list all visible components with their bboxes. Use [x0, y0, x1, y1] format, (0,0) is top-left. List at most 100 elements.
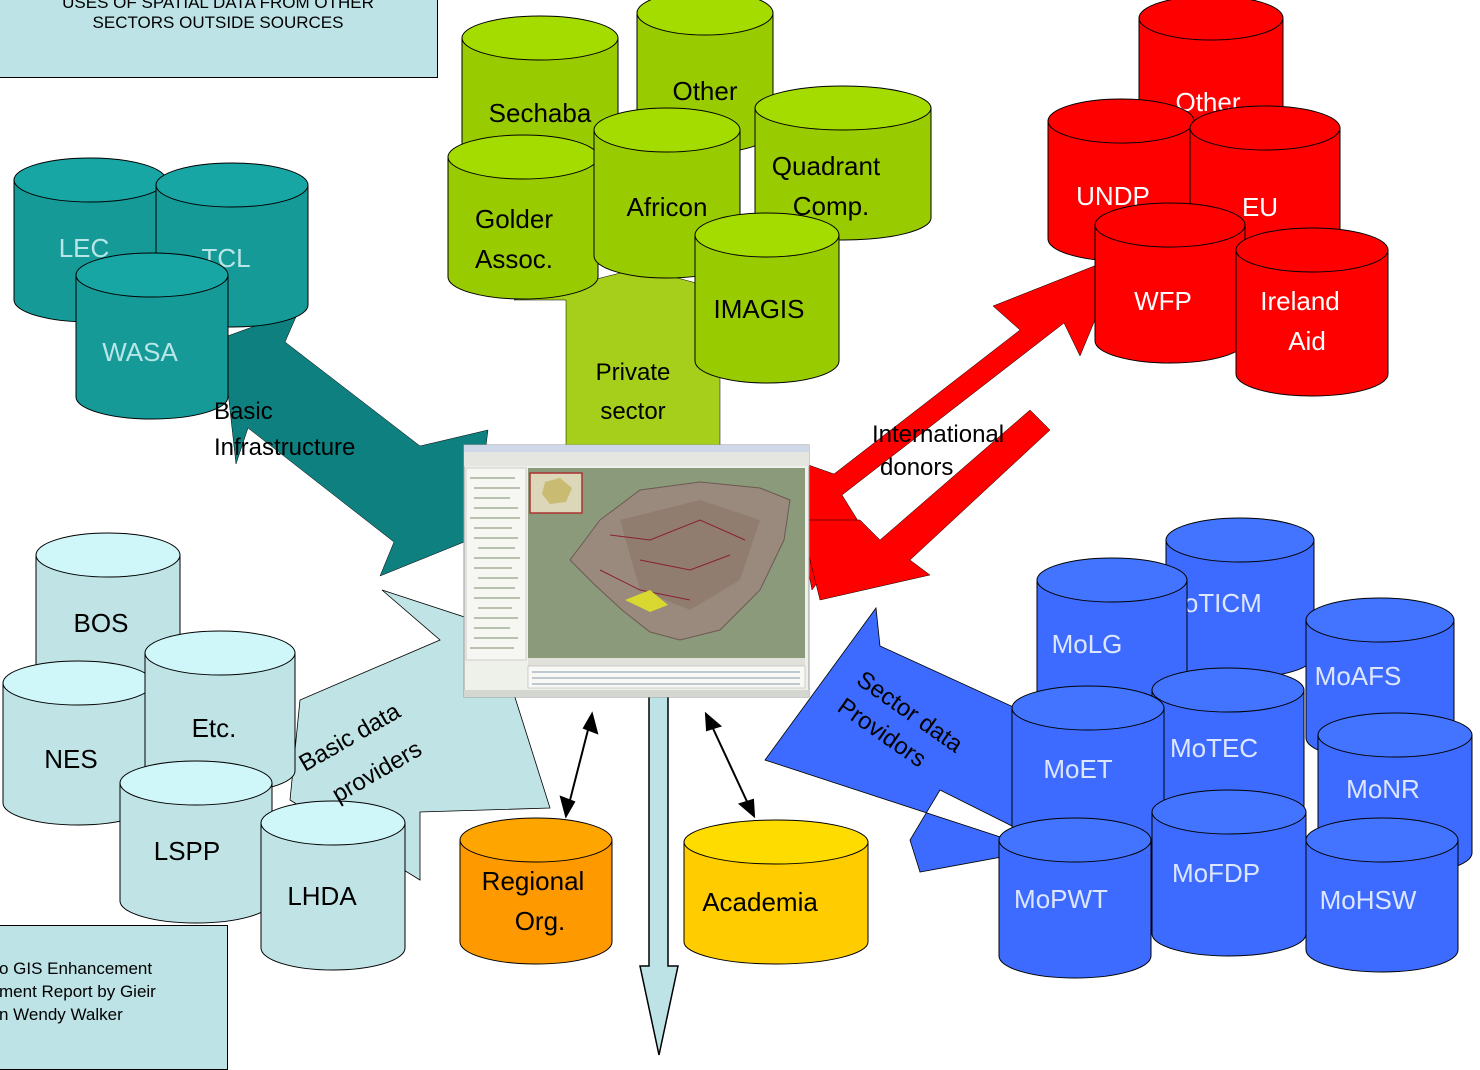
db-body: [1151, 811, 1307, 957]
private-db-other-label: Other: [672, 76, 737, 106]
sector-db-mohsw: MoHSW: [1305, 817, 1459, 973]
regional-link-arrow: [559, 711, 599, 819]
db-top: [1036, 557, 1188, 603]
db-body: [260, 822, 406, 971]
gis-screenshot: [463, 444, 810, 698]
infrastructure-db-wasa: WASA: [75, 252, 229, 420]
db-top: [1047, 98, 1195, 144]
db-top: [1305, 597, 1455, 643]
db-body: [683, 841, 869, 965]
db-top: [636, 0, 774, 36]
db-top: [144, 630, 296, 676]
basic-db-etc: Etc.: [144, 630, 296, 794]
db-body: [694, 234, 840, 384]
note-top-line2: SECTORS OUTSIDE SOURCES: [92, 13, 344, 32]
db-top: [75, 252, 229, 298]
regional-db-regional-label-2: Org.: [515, 906, 566, 936]
db-body: [1235, 249, 1389, 397]
sector-db-mofdp: MoFDP: [1151, 789, 1307, 957]
basic-db-lspp: LSPP: [119, 760, 273, 924]
sector-providers-arrow: [764, 606, 1041, 873]
note-box-bottom: o GIS Enhancement ment Report by Gieir n…: [0, 925, 228, 1070]
donors-arrow-head-lower: [799, 409, 1051, 601]
donors-label-2: donors: [880, 454, 953, 481]
db-top: [593, 107, 741, 153]
db-top: [694, 212, 840, 258]
db-top: [1189, 105, 1341, 151]
db-top: [998, 817, 1152, 863]
private-db-africon-label: Africon: [627, 192, 708, 222]
regional-db-regional-label-1: Regional: [482, 866, 585, 896]
sector-db-mopwt-label: MoPWT: [1014, 884, 1108, 914]
db-top: [1094, 202, 1246, 248]
private-db-imagis: IMAGIS: [694, 212, 840, 384]
basic-db-nes: NES: [2, 660, 154, 826]
db-top: [1235, 227, 1389, 273]
sector-db-molg: MoLG: [1036, 557, 1188, 719]
db-top: [754, 85, 932, 131]
donors-db-wfp: WFP: [1094, 202, 1246, 364]
basic-db-lhda: LHDA: [260, 800, 406, 971]
db-top: [13, 157, 167, 203]
db-body: [1305, 839, 1459, 973]
academia-db-academia: Academia: [683, 819, 869, 965]
db-top: [683, 819, 869, 865]
output-arrow: [639, 661, 679, 1056]
academia-db-academia-label: Academia: [702, 887, 818, 917]
sector-db-moafs-label: MoAFS: [1315, 661, 1402, 691]
infrastructure-label-1: Basic: [214, 398, 273, 425]
private-sector-label-2: sector: [600, 398, 665, 425]
db-top: [459, 817, 613, 863]
sector-db-mofdp-label: MoFDP: [1172, 858, 1260, 888]
private-db-golder-label-1: Golder: [475, 204, 553, 234]
donors-db-eu-label: EU: [1242, 192, 1278, 222]
note-bottom-line1: o GIS Enhancement: [0, 959, 153, 978]
db-top: [1317, 712, 1473, 758]
sector-db-molg-label: MoLG: [1052, 629, 1123, 659]
db-top: [447, 134, 599, 180]
db-body: [75, 274, 229, 420]
sector-db-mopwt: MoPWT: [998, 817, 1152, 979]
academia-link-arrow: [704, 711, 756, 819]
db-top: [461, 15, 619, 61]
note-top-line1: USES OF SPATIAL DATA FROM OTHER: [62, 0, 374, 12]
sector-db-motec-label: MoTEC: [1170, 733, 1258, 763]
db-top: [1305, 817, 1459, 863]
private-db-sechaba-label: Sechaba: [489, 98, 592, 128]
db-body: [447, 156, 599, 300]
donors-db-ireland-label-1: Ireland: [1260, 286, 1340, 316]
db-top: [1011, 685, 1165, 731]
note-box-top: USES OF SPATIAL DATA FROM OTHER SECTORS …: [0, 0, 438, 78]
infrastructure-label-2: Infrastructure: [214, 434, 355, 461]
db-top: [2, 660, 154, 706]
db-top: [1165, 517, 1315, 563]
private-db-imagis-label: IMAGIS: [713, 294, 804, 324]
sector-db-moticm: MoTICM: [1162, 517, 1315, 679]
infrastructure-db-wasa-label: WASA: [102, 337, 178, 367]
db-top: [1151, 789, 1307, 835]
note-bottom-line3: n Wendy Walker: [0, 1005, 123, 1024]
basic-db-nes-label: NES: [44, 744, 97, 774]
sector-db-moet-label: MoET: [1043, 754, 1112, 784]
db-top: [155, 162, 309, 208]
donors-db-ireland-label-2: Aid: [1288, 326, 1326, 356]
donors-label-1: International: [872, 421, 1004, 448]
private-db-golder-label-2: Assoc.: [475, 244, 553, 274]
infrastructure-db-lec-label: LEC: [59, 233, 110, 263]
db-body: [459, 839, 613, 965]
private-sector-label-1: Private: [596, 359, 671, 386]
sector-db-monr-label: MoNR: [1346, 774, 1420, 804]
db-body: [998, 839, 1152, 979]
basic-db-bos-label: BOS: [74, 608, 129, 638]
db-top: [1138, 0, 1284, 41]
sector-db-moet: MoET: [1011, 685, 1165, 851]
sector-db-mohsw-label: MoHSW: [1320, 885, 1417, 915]
note-bottom-line2: ment Report by Gieir: [0, 982, 156, 1001]
basic-db-lhda-label: LHDA: [287, 881, 357, 911]
db-top: [1151, 667, 1305, 713]
db-top: [35, 532, 181, 578]
